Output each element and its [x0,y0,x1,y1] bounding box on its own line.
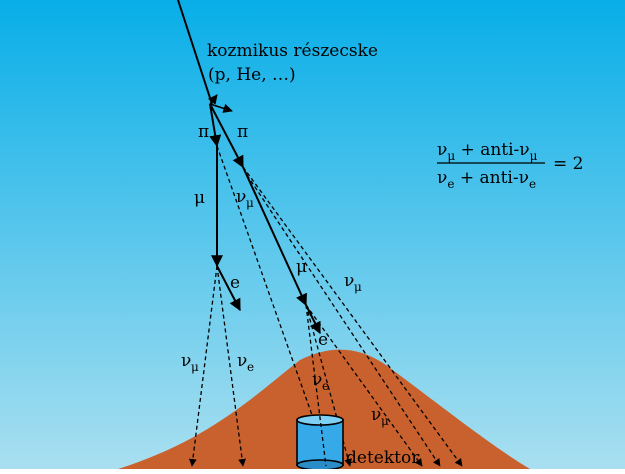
neutrino-track-from-pion-right [242,166,463,467]
neutrino-mu-label-upper: ν μ [236,187,254,210]
neutrino-mu-label-right: ν μ [344,271,362,294]
cosmic-particle-label: kozmikus részecske [207,41,378,61]
neutrino-track-from-muon-right-c [305,304,423,467]
neutrino-ratio-formula: νμ + anti-νμ νe + anti-νe = 2 [437,140,583,191]
mountain [118,349,530,469]
neutrino-track-from-pion-left [216,145,332,467]
ratio-equals: = 2 [553,154,583,174]
cosmic-ray-track [177,0,213,105]
neutrino-e-label-right: ν e [312,370,329,393]
electron-right-track [305,304,321,335]
svg-text:νμ + anti-νμ: νμ + anti-νμ [437,140,538,163]
svg-text:ν: ν [344,271,354,291]
neutrino-track-from-muon-left-b [216,265,246,467]
svg-text:ν: ν [181,351,191,371]
svg-text:ν: ν [371,405,381,425]
detector-label: detektor [346,448,420,468]
svg-text:μ: μ [381,414,389,428]
cosmic-particle-examples: (p, He, …) [208,65,296,85]
svg-text:e: e [247,360,254,374]
muon-left-label: μ [194,188,205,208]
pion-right-track [209,103,244,169]
svg-text:ν: ν [236,187,246,207]
neutrino-track-from-muon-right-a [246,174,441,467]
pion-right-label: π [237,122,248,142]
pion-left-label: π [198,122,209,142]
electron-left-label: e [230,273,240,293]
muon-right-track [242,166,307,307]
svg-text:νe + anti-νe: νe + anti-νe [437,168,536,191]
svg-text:ν: ν [237,351,247,371]
detector-cylinder [296,414,344,471]
neutrino-e-label-left: ν e [237,351,254,374]
muon-right-label: μ [296,257,307,277]
svg-text:μ: μ [191,360,199,374]
vertex-arrow-up [207,94,218,105]
neutrino-mu-label-lower: ν μ [371,405,389,428]
svg-text:ν: ν [312,370,322,390]
neutrino-mu-label-left: ν μ [181,351,199,374]
electron-right-label: e [318,330,328,350]
pion-left-track [209,103,222,148]
neutrino-track-from-muon-left-a [189,265,218,467]
svg-text:e: e [322,379,329,393]
svg-text:μ: μ [354,280,362,294]
electron-left-track [216,265,241,312]
neutrino-track-into-detector [305,304,327,467]
svg-text:μ: μ [246,196,254,210]
vertex-arrow-right [209,103,233,113]
